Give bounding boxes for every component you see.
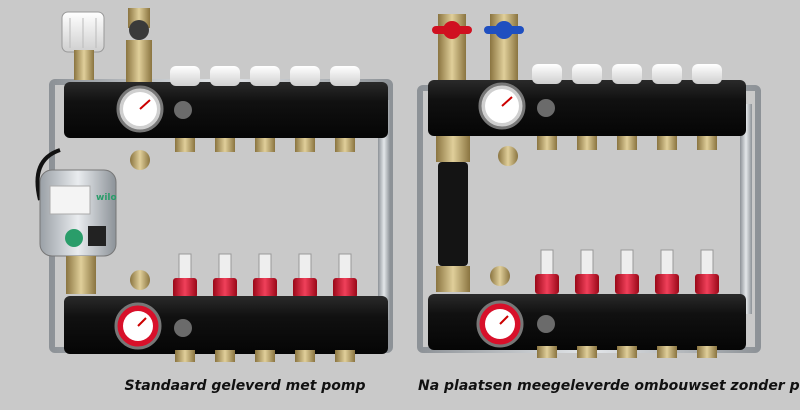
bar-plug	[174, 101, 192, 119]
valve-caps-top	[170, 66, 360, 86]
supply-bar	[64, 82, 388, 138]
air-vent-valve	[126, 8, 152, 82]
flow-meters	[173, 253, 357, 298]
supply-bar	[428, 80, 746, 136]
circulation-pump: wilo	[35, 148, 117, 294]
caption-without-pump: Na plaatsen meegeleverde ombouwset zonde…	[418, 378, 800, 394]
pump-fitting	[498, 146, 518, 166]
outlets-bottom	[175, 350, 355, 362]
return-bar	[64, 296, 388, 354]
pump-fitting	[130, 150, 150, 170]
caption-with-pump: Standaard geleverd met pomp	[124, 378, 366, 394]
temperature-gauge	[114, 302, 162, 350]
outlets-bottom	[537, 346, 717, 358]
thermometer-gauge	[116, 85, 164, 133]
thermometer-gauge	[478, 82, 526, 130]
manifold-without-pump	[417, 14, 761, 358]
valve-caps-top	[532, 64, 722, 84]
flow-meters	[535, 249, 719, 294]
bar-plug	[537, 99, 555, 117]
drain-valve	[130, 270, 150, 290]
bar-plug	[537, 315, 555, 333]
pump-brand-label: wilo	[96, 193, 117, 203]
bypass-pipe	[436, 136, 470, 292]
temperature-gauge	[476, 300, 524, 348]
drain-valve	[490, 266, 510, 286]
return-bar	[428, 294, 746, 350]
ball-valve-blue	[484, 14, 524, 80]
bar-plug	[174, 319, 192, 337]
outlets-top	[537, 136, 717, 150]
outlets-top	[175, 138, 355, 152]
ball-valve-red	[432, 14, 472, 80]
thermostat-head	[61, 11, 105, 80]
manifold-with-pump: wilo	[35, 8, 393, 362]
